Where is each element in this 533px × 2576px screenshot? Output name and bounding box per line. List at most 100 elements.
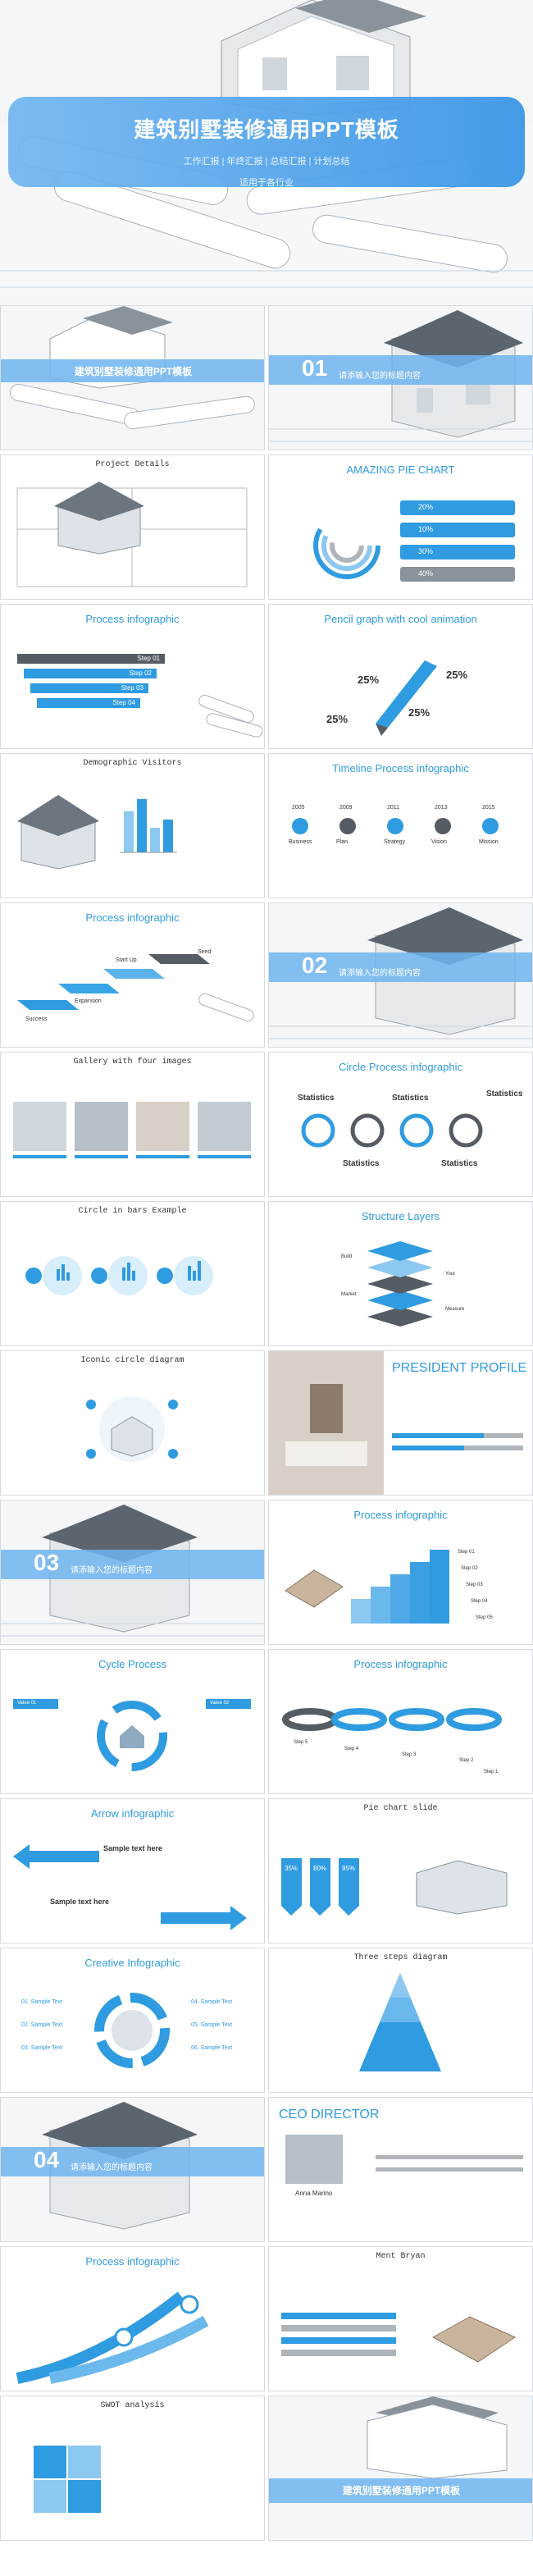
timeline-year: 2009 [339, 805, 353, 811]
slide-title: Circle in bars Example [78, 1207, 187, 1216]
slide-title: Process infographic [353, 1509, 448, 1521]
layer-label: Build [341, 1254, 353, 1259]
slide-section-04[interactable]: 04 请添输入您的标题内容 [0, 2097, 265, 2242]
step-label: Step 5 [294, 1740, 308, 1745]
creative-label: 04. Sample Text [191, 1999, 233, 2005]
pct-2: 25% [446, 669, 468, 681]
slide-section-02[interactable]: 02 请添输入您的标题内容 [268, 902, 533, 1048]
timeline-dot [435, 818, 451, 834]
slide-section-01[interactable]: 01 请添输入您的标题内容 [268, 305, 533, 450]
platform-label: Start Up [116, 957, 137, 963]
slide-title: Process infographic [85, 2255, 180, 2268]
platform-label: Success [25, 1016, 48, 1022]
sample-label: Sample text here [50, 1898, 110, 1906]
slide-ment-bryan[interactable]: Ment Bryan [268, 2246, 533, 2391]
slide-end[interactable]: 建筑别墅装修通用PPT模板 [268, 2396, 533, 2541]
pie-legend-row: 30% [400, 545, 515, 560]
platforms-illustration [17, 954, 254, 1022]
pct-label: 95% [342, 1865, 356, 1872]
legend-pct: 10% [418, 525, 434, 533]
slide-president-profile[interactable]: PRESIDENT PROFILE [268, 1350, 533, 1496]
slide-demographic[interactable]: Demographic Visitors [0, 753, 265, 898]
slide-title: 建筑别墅装修通用PPT模板 [74, 366, 193, 377]
timeline-year: 2015 [482, 805, 495, 811]
bars-and-model [281, 2313, 517, 2363]
creative-label: 06. Sample Text [191, 2045, 233, 2051]
slide-title: 建筑别墅装修通用PPT模板 [342, 2485, 461, 2496]
pct-4: 25% [408, 706, 430, 719]
circle-bars [25, 1256, 213, 1295]
layer-label: Your [445, 1272, 456, 1277]
slide-swot[interactable]: SWOT analysis [0, 2396, 265, 2541]
platform-label: Seed [198, 949, 212, 955]
slide-process-stairs[interactable]: Process infographic Step 01 Step 02 Step… [268, 1500, 533, 1645]
slide-title: PRESIDENT PROFILE [392, 1361, 527, 1375]
legend-pct: 40% [418, 569, 434, 578]
stat-label: Statistics [392, 1094, 429, 1103]
slide-cycle-process[interactable]: Cycle Process Value 01 Value 02 [0, 1649, 265, 1794]
slide-title: Iconic circle diagram [80, 1356, 184, 1365]
slide-title: Creative Infographic [84, 1957, 180, 1969]
creative-label: 02. Sample Text [21, 2022, 63, 2028]
slide-creative-infographic[interactable]: Creative Infographic 01. Sample Text 02. … [0, 1948, 265, 2093]
slide-arrow-infographic[interactable]: Arrow infographic Sample text here Sampl… [0, 1798, 265, 1943]
step-bar: Step 03 [30, 683, 148, 693]
slide-title: Gallery with four images [73, 1057, 192, 1066]
slide-title: Three steps diagram [353, 1953, 448, 1962]
legend-pct: 20% [418, 503, 434, 511]
timeline-label: Vision [431, 839, 447, 845]
slide-process-rings[interactable]: Process infographic Step 5 Step 4 Step 3… [268, 1649, 533, 1794]
creative-ring [94, 1993, 170, 2068]
pct-label: 80% [313, 1865, 327, 1872]
slide-title: CEO DIRECTOR [279, 2108, 380, 2122]
slide-title: Project Details [95, 460, 170, 469]
slide-ceo-director[interactable]: CEO DIRECTOR Anna Marino [268, 2097, 533, 2242]
timeline-dot [482, 818, 499, 834]
slide-gallery[interactable]: Gallery with four images [0, 1052, 265, 1197]
slide-title: Demographic Visitors [83, 759, 182, 768]
blueprint-illustration [16, 482, 248, 587]
gallery-images [13, 1102, 251, 1158]
step-label: Step 05 [476, 1615, 493, 1620]
creative-label: 01. Sample Text [21, 1999, 63, 2005]
timeline-year: 2005 [292, 805, 305, 811]
step-label: Step 03 [466, 1583, 483, 1587]
rolls-illustration [198, 694, 263, 738]
stairs-illustration [285, 1550, 449, 1624]
slide-circle-bars[interactable]: Circle in bars Example [0, 1201, 265, 1346]
ceo-photo [285, 2135, 523, 2184]
cycle-ring [13, 1699, 251, 1771]
progress-fill [392, 1446, 464, 1450]
section-title: 请添输入您的标题内容 [339, 372, 421, 381]
slide-structure-layers[interactable]: Structure Layers Build Market Your Measu… [268, 1201, 533, 1346]
slide-process-arrows[interactable]: Process infographic [0, 2246, 265, 2391]
hero-subtitle: 工作汇报 | 年终汇报 | 总结汇报 | 计划总结 [183, 157, 350, 167]
slide-title: Structure Layers [361, 1210, 440, 1222]
slide-three-steps[interactable]: Three steps diagram [268, 1948, 533, 2093]
stat-label: Statistics [486, 1089, 523, 1098]
creative-label: 03. Sample Text [21, 2045, 63, 2051]
slide-title: Process infographic [85, 911, 180, 924]
slide-iconic-circle[interactable]: Iconic circle diagram [0, 1350, 265, 1496]
step-label: Step 2 [459, 1758, 474, 1763]
slide-cover[interactable]: 建筑别墅装修通用PPT模板 [0, 305, 265, 450]
slide-project-details[interactable]: Project Details [0, 454, 265, 600]
iconic-circle [86, 1396, 178, 1462]
slide-pencil-graph[interactable]: Pencil graph with cool animation 25% 25%… [268, 604, 533, 749]
slide-title: Ment Bryan [376, 2252, 426, 2261]
slide-pie-chart-slide[interactable]: Pie chart slide 35% 80% 95% [268, 1798, 533, 1943]
section-number: 01 [302, 355, 328, 381]
timeline-label: Plan [336, 839, 348, 845]
slide-section-03[interactable]: 03 请添输入您的标题内容 [0, 1500, 265, 1645]
section-band [1, 2147, 264, 2176]
section-band [269, 952, 532, 982]
slide-pie-chart[interactable]: AMAZING PIE CHART 20%10%30%40% [268, 454, 533, 600]
slide-circle-process[interactable]: Circle Process infographic Statistics St… [268, 1052, 533, 1197]
step-bar: Step 02 [24, 669, 157, 678]
step-label: Step 02 [461, 1566, 478, 1571]
demographic-illustration [17, 795, 177, 870]
building-illustration [221, 0, 426, 115]
